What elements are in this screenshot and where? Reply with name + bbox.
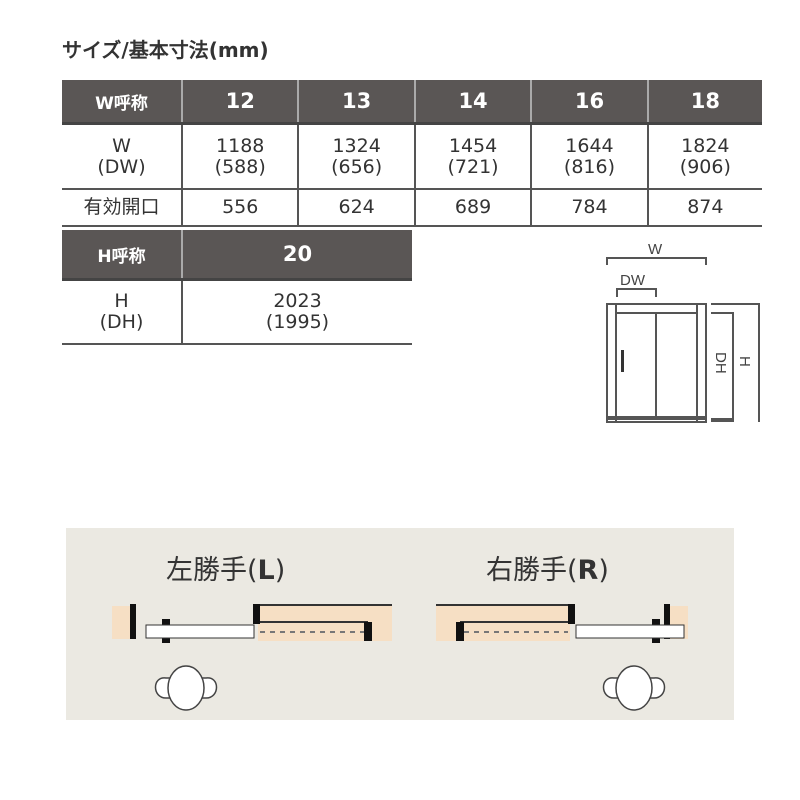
table-row: 有効開口 556 624 689 784 874 (62, 189, 762, 227)
handing-panel: 左勝手(L) 右勝手(R) (66, 528, 734, 720)
page-title: サイズ/基本寸法(mm) (62, 38, 269, 62)
right-hand-title: 右勝手(R) (486, 555, 609, 586)
left-hand-plan (112, 604, 392, 711)
table-cell: 1454(721) (413, 123, 532, 190)
width-size-table: W呼称 12 13 14 16 18 W(DW) 1188(588) 1324(… (62, 80, 762, 227)
dh-label: DH (712, 352, 729, 374)
row-label: H(DH) (62, 279, 182, 345)
header-cell: W呼称 (62, 80, 182, 125)
table-cell: 689 (413, 189, 532, 227)
table-cell: 874 (646, 189, 762, 227)
table-header-row: H呼称 20 (62, 230, 412, 281)
header-cell: 13 (297, 80, 415, 125)
header-cell: H呼称 (62, 230, 182, 281)
dw-label: DW (620, 272, 646, 289)
header-cell: 12 (180, 80, 299, 125)
table-row: W(DW) 1188(588) 1324(656) 1454(721) 1644… (62, 123, 762, 190)
w-label: W (648, 241, 663, 258)
table-cell: 1644(816) (530, 123, 648, 190)
header-cell: 14 (413, 80, 532, 125)
table-cell: 1324(656) (297, 123, 415, 190)
table-row: H(DH) 2023(1995) (62, 279, 412, 345)
table-cell: 784 (530, 189, 648, 227)
table-cell: 624 (297, 189, 415, 227)
header-cell: 18 (646, 80, 762, 125)
table-cell: 2023(1995) (181, 279, 412, 345)
h-label: H (736, 356, 753, 367)
handing-plans (112, 604, 688, 711)
table-cell: 556 (180, 189, 299, 227)
table-cell: 1188(588) (180, 123, 299, 190)
height-size-table: H呼称 20 H(DH) 2023(1995) (62, 230, 412, 345)
header-cell: 20 (181, 230, 412, 281)
left-hand-title: 左勝手(L) (166, 555, 286, 586)
row-label: 有効開口 (62, 189, 182, 227)
header-cell: 16 (530, 80, 648, 125)
right-hand-plan (436, 604, 688, 711)
table-cell: 1824(906) (646, 123, 762, 190)
table-header-row: W呼称 12 13 14 16 18 (62, 80, 762, 125)
row-label: W(DW) (62, 123, 182, 190)
